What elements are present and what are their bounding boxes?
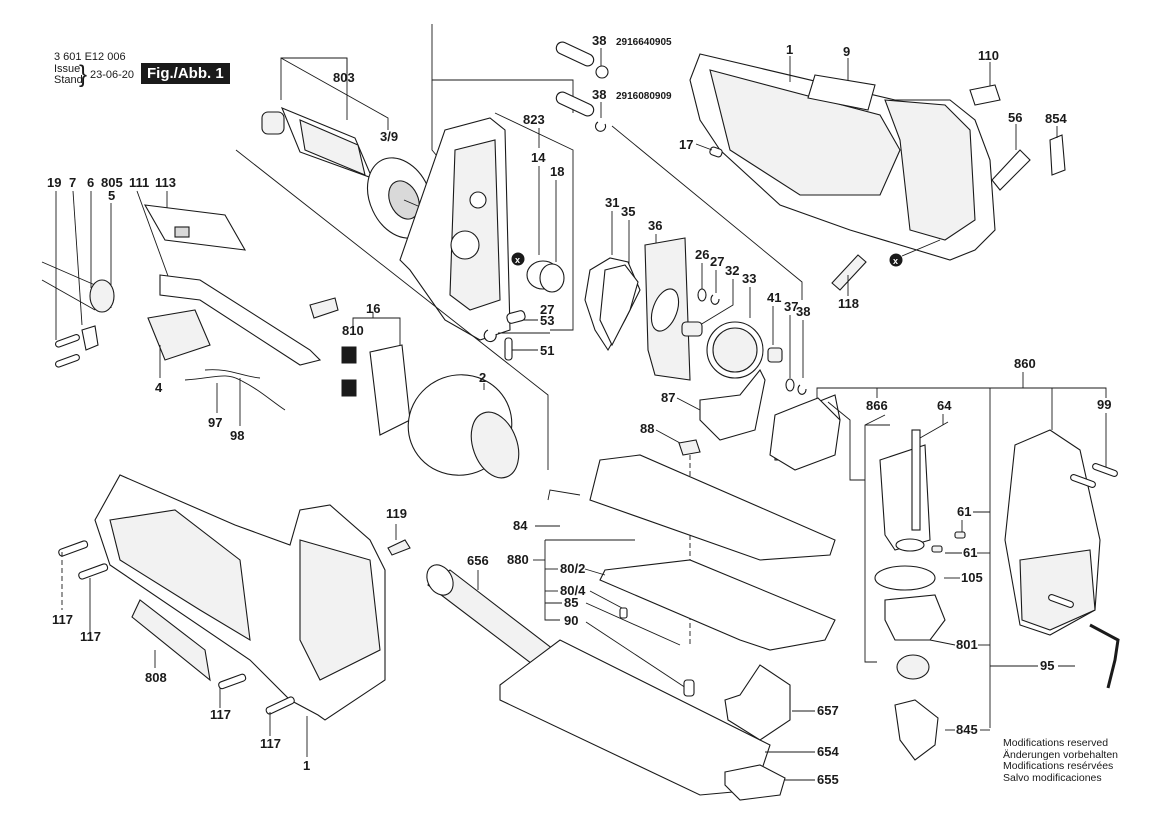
callout-5: 5 [108,188,115,203]
handle-housing-1: 808 117 117 117 117 1 119 [52,474,411,773]
callout-27a: 27 [540,302,554,317]
dust-extraction-parts: 656 657 654 655 [426,553,839,801]
figure-label: Fig./Abb. 1 [141,63,230,84]
gear-train: 31 35 36 26 27 32 33 41 37 38 [584,195,810,395]
gear-housing-823: 823 14 18 x 27 53 51 [399,24,574,361]
notice-line-fr: Modifications resérvées [1003,760,1114,772]
issue-label: Issue [54,63,81,75]
callout-105: 105 [961,570,983,585]
callout-880: 880 [507,552,529,567]
callout-4: 4 [155,380,163,395]
callout-808: 808 [145,670,167,685]
callout-97: 97 [208,415,222,430]
callout-37: 37 [784,299,798,314]
callout-3-9: 3/9 [380,129,398,144]
callout-87: 87 [661,390,675,405]
callout-85: 85 [564,595,578,610]
callout-655: 655 [817,772,839,787]
callout-38a: 38 [592,33,606,48]
callout-657: 657 [817,703,839,718]
issue-date: 23-06-20 [90,69,135,81]
switch-cord-assembly: 19 7 6 805 5 111 113 4 97 98 [41,175,339,443]
motor-housing-1: 1 9 x 17 118 110 56 854 [679,42,1067,311]
callout-32: 32 [725,263,739,278]
callout-53: 53 [540,313,554,328]
notice-line-es: Salvo modificaciones [1003,771,1102,784]
callout-654: 654 [817,744,839,759]
callout-117a: 117 [52,612,73,627]
callout-866: 866 [866,398,888,413]
notice-line-de: Änderungen vorbehalten [1003,748,1119,761]
callout-18: 18 [550,164,564,179]
callout-19: 19 [47,175,61,190]
callout-118: 118 [838,296,859,311]
callout-1-bottom: 1 [303,758,310,773]
callout-656: 656 [467,553,489,568]
callout-119: 119 [386,506,407,521]
callout-61a: 61 [957,504,971,519]
pins-38: 38 2916640905 38 2916080909 [555,33,803,300]
callout-111: 111 [129,175,149,190]
guide-assembly-860: 860 866 64 61 61 105 801 845 [769,356,1120,761]
callout-803: 803 [333,70,355,85]
field-brush-assembly: 16 810 2 [235,149,549,479]
callout-6: 6 [87,175,94,190]
x-marker-left: x [515,255,520,265]
callout-38b: 38 [592,87,606,102]
part-number: 3 601 E12 006 [54,51,126,63]
callout-14: 14 [531,150,546,165]
callout-823: 823 [523,112,545,127]
stand-label: Stand [54,74,83,86]
callout-38a-code: 2916640905 [616,37,672,48]
callout-2: 2 [479,370,486,385]
callout-1-top: 1 [786,42,793,57]
callout-860: 860 [1014,356,1036,371]
callout-95: 95 [1040,658,1054,673]
callout-64: 64 [937,398,952,413]
callout-117c: 117 [210,707,231,722]
callout-90: 90 [564,613,578,628]
callout-26: 26 [695,247,709,262]
callout-98: 98 [230,428,244,443]
callout-17: 17 [679,137,693,152]
callout-80-2: 80/2 [560,561,585,576]
callout-117d: 117 [260,736,281,751]
modifications-notice: Modifications reserved Änderungen vorbeh… [1003,737,1119,784]
callout-7: 7 [69,175,76,190]
callout-117b: 117 [80,629,101,644]
callout-88: 88 [640,421,654,436]
callout-38c: 38 [796,304,810,319]
callout-27b: 27 [710,254,724,269]
callout-845: 845 [956,722,978,737]
callout-80-4: 80/4 [560,583,586,598]
callout-110: 110 [978,48,999,63]
x-marker-right: x [893,256,898,266]
callout-31: 31 [605,195,619,210]
callout-36: 36 [648,218,662,233]
callout-99: 99 [1097,397,1111,412]
callout-84: 84 [513,518,528,533]
callout-16: 16 [366,301,380,316]
brace-symbol: } [79,61,88,88]
callout-801: 801 [956,637,978,652]
callout-35: 35 [621,204,635,219]
callout-56: 56 [1008,110,1022,125]
callout-51: 51 [540,343,554,358]
callout-38b-code: 2916080909 [616,91,672,102]
callout-854: 854 [1045,111,1067,126]
callout-33: 33 [742,271,756,286]
callout-805: 805 [101,175,123,190]
armature-803: 803 3/9 [261,57,434,239]
base-plate-assembly: 88 84 880 80/2 80/4 85 90 [507,421,836,697]
callout-61b: 61 [963,545,977,560]
callout-113: 113 [155,175,176,190]
notice-line-en: Modifications reserved [1003,737,1109,749]
callout-810: 810 [342,323,364,338]
callout-41: 41 [767,290,781,305]
callout-9: 9 [843,44,850,59]
